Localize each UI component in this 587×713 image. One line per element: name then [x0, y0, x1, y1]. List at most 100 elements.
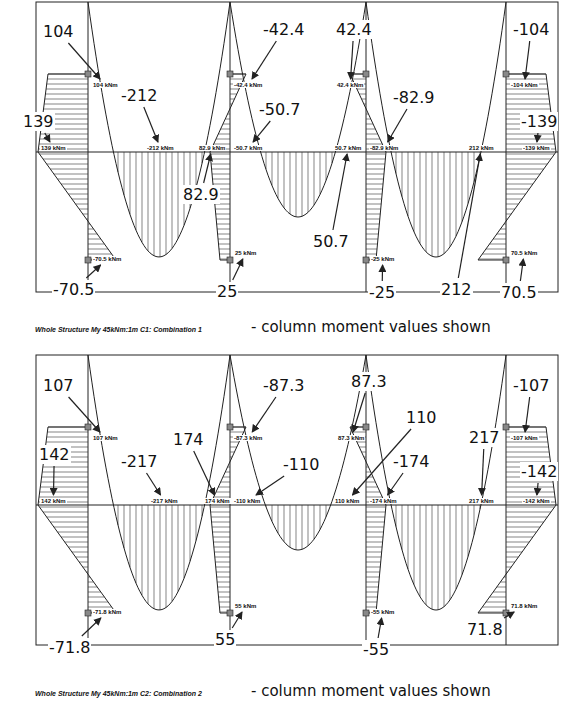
node-marker	[227, 424, 233, 430]
handwritten-value: -71.8	[48, 638, 91, 657]
leader-arrow	[146, 473, 160, 495]
column-hatch	[88, 607, 112, 608]
beam-hatch	[426, 505, 427, 605]
column-hatch	[217, 229, 230, 230]
column-hatch	[366, 224, 379, 225]
leader-arrow	[68, 43, 100, 79]
beam-hatch	[302, 152, 303, 216]
frame-panel	[36, 355, 558, 645]
column-hatch	[366, 214, 380, 215]
leader-arrow	[388, 109, 407, 142]
leader-arrow	[525, 397, 530, 432]
column-hatch	[506, 532, 537, 533]
leader-arrow	[82, 618, 101, 636]
handwritten-value: 110	[405, 408, 438, 427]
column-hatch	[506, 537, 533, 538]
column-hatch	[42, 472, 88, 473]
column-hatch	[212, 522, 230, 523]
column-hatch	[366, 597, 377, 598]
beam-hatch	[136, 152, 137, 230]
column-hatch	[366, 109, 367, 110]
handwritten-value: -212	[120, 86, 158, 105]
leader-arrow	[537, 483, 538, 495]
column-hatch	[506, 562, 515, 563]
beam-hatch	[284, 505, 285, 542]
column-hatch	[506, 447, 549, 448]
column-hatch	[219, 249, 230, 250]
leader-arrow	[53, 466, 55, 495]
leader-arrow	[86, 265, 100, 278]
beam-hatch	[408, 505, 409, 569]
column-moment-outline	[210, 74, 246, 260]
column-hatch	[490, 597, 506, 598]
column-hatch	[212, 174, 230, 175]
value-label: -25 kNm	[370, 256, 395, 262]
handwritten-value: 104	[42, 22, 75, 41]
column-hatch	[61, 184, 88, 185]
column-hatch	[61, 537, 88, 538]
column-hatch	[506, 204, 518, 205]
column-hatch	[216, 219, 230, 220]
column-hatch	[366, 114, 368, 115]
column-hatch	[486, 602, 506, 603]
node-marker	[227, 71, 233, 77]
beam-hatch	[474, 505, 475, 535]
column-hatch	[364, 104, 366, 105]
column-hatch	[218, 592, 230, 593]
value-label: 139 kNm	[40, 145, 67, 151]
column-hatch	[366, 517, 385, 518]
column-moment-outline	[478, 74, 556, 260]
column-hatch	[88, 224, 90, 225]
column-hatch	[211, 512, 230, 513]
column-hatch	[506, 219, 508, 220]
leader-arrow	[353, 393, 365, 432]
handwritten-value: 139	[22, 112, 55, 131]
leader-arrow	[45, 133, 50, 142]
column-hatch	[47, 517, 88, 518]
handwritten-value: -70.5	[52, 280, 95, 299]
column-hatch	[230, 89, 239, 90]
beam-hatch	[124, 505, 125, 548]
column-hatch	[506, 169, 544, 170]
value-label: 42.4 kNm	[336, 82, 364, 88]
leader-arrow	[504, 612, 514, 618]
column-hatch	[366, 467, 368, 468]
column-hatch	[223, 124, 230, 125]
column-hatch	[506, 557, 518, 558]
value-label: 110 kNm	[334, 498, 360, 504]
beam-hatch	[438, 505, 439, 610]
beam-hatch	[432, 505, 433, 609]
beam-hatch	[308, 505, 309, 546]
column-hatch	[48, 74, 88, 75]
column-hatch	[58, 532, 89, 533]
beam-hatch	[426, 152, 427, 252]
beam-hatch	[474, 152, 475, 182]
column-hatch	[366, 572, 380, 573]
beam-hatch	[296, 152, 297, 217]
column-hatch	[230, 442, 239, 443]
column-hatch	[43, 467, 88, 468]
column-hatch	[506, 512, 551, 513]
column-hatch	[79, 562, 88, 563]
column-hatch	[506, 99, 549, 100]
column-hatch	[506, 542, 529, 543]
beam-hatch	[160, 505, 161, 610]
column-hatch	[216, 567, 230, 568]
column-hatch	[500, 229, 506, 230]
beam-hatch	[420, 152, 421, 244]
column-hatch	[212, 527, 230, 528]
column-line	[88, 355, 89, 645]
column-hatch	[50, 169, 88, 170]
column-hatch	[366, 209, 381, 210]
column-moment-outline	[350, 74, 386, 260]
handwritten-note: - column moment values shown	[250, 318, 492, 336]
handwritten-note: - column moment values shown	[250, 682, 492, 700]
value-label: -139 kNm	[522, 145, 551, 151]
column-hatch	[230, 104, 232, 105]
column-hatch	[366, 249, 377, 250]
beam-hatch	[178, 505, 179, 592]
node-marker	[85, 610, 91, 616]
column-hatch	[72, 552, 88, 553]
column-hatch	[500, 582, 506, 583]
